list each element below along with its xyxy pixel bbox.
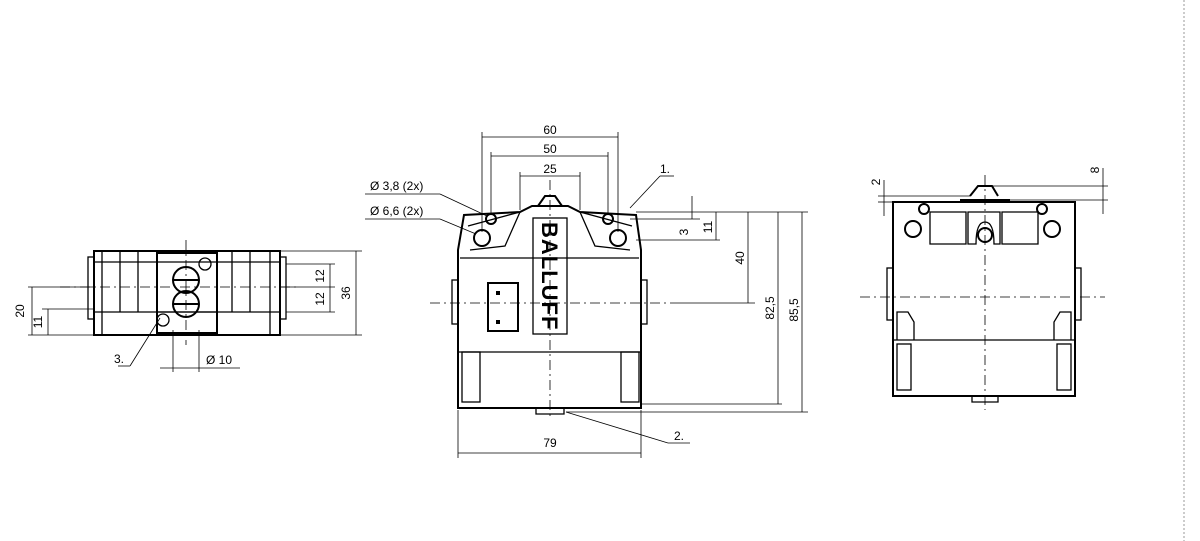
- dim-height-40: 40: [733, 251, 747, 265]
- dim-width-25: 25: [543, 162, 557, 176]
- dim-side-12-bottom: 12: [313, 292, 327, 306]
- right-view: 2 8: [860, 166, 1108, 410]
- front-view: BALLUFF 60 50 25 Ø 3,8 (2x) Ø 6,6 (2x): [365, 123, 808, 458]
- dim-height-3: 3: [677, 228, 691, 235]
- dim-right-2: 2: [869, 178, 883, 185]
- callout-2: 2.: [674, 429, 684, 443]
- callout-1: 1.: [660, 162, 670, 176]
- dim-diameter-10: Ø 10: [206, 353, 232, 367]
- hole-large-label: Ø 6,6 (2x): [370, 204, 423, 218]
- svg-text:BALLUFF: BALLUFF: [537, 222, 562, 330]
- dim-side-12-top: 12: [313, 269, 327, 283]
- dim-right-8: 8: [1088, 166, 1102, 173]
- dim-side-20: 20: [13, 304, 27, 318]
- dim-width-60: 60: [543, 123, 557, 137]
- dim-height-82-5: 82,5: [763, 296, 777, 320]
- dim-width-50: 50: [543, 142, 557, 156]
- dim-height-85-5: 85,5: [787, 298, 801, 322]
- dim-side-36: 36: [339, 286, 353, 300]
- callout-3: 3.: [114, 352, 124, 366]
- dim-height-11-front: 11: [701, 220, 715, 233]
- dim-width-79: 79: [543, 436, 557, 450]
- dim-side-11: 11: [31, 315, 45, 328]
- balluff-logo: BALLUFF: [537, 222, 562, 330]
- hole-small-label: Ø 3,8 (2x): [370, 179, 423, 193]
- left-view: 20 11 12 12 36 Ø 10 3.: [13, 240, 362, 372]
